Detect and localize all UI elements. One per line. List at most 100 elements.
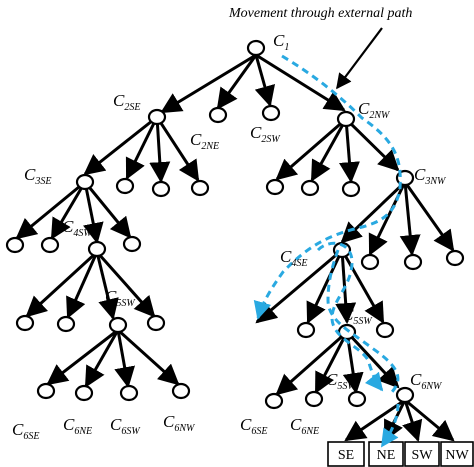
edge-c4sw-c5sw bbox=[95, 251, 119, 321]
label-c6ne-left: C6NE bbox=[63, 415, 92, 437]
node-l3-c bbox=[122, 235, 142, 253]
external-path bbox=[253, 54, 402, 448]
edge-c1-c2sw bbox=[254, 54, 276, 108]
edge-c1-c2nw bbox=[255, 53, 346, 112]
edge-c3nw-a bbox=[368, 181, 407, 256]
edge-c2se-c3se bbox=[83, 115, 158, 176]
node-l2-f bbox=[341, 180, 361, 198]
node-c6nw-right bbox=[395, 386, 415, 404]
annotation-text: Movement through external path bbox=[228, 6, 412, 21]
edge-c3se-a bbox=[15, 180, 86, 240]
label-c6se-right: C6SE bbox=[240, 415, 267, 437]
node-l3-d bbox=[360, 253, 380, 271]
node-l5-d bbox=[171, 382, 191, 400]
node-labels: C1 C2SE C2NE C2SW C2NW C3SE C3NW C4SW C4… bbox=[12, 31, 447, 442]
label-c6nw-right: C6NW bbox=[410, 370, 443, 392]
label-c2nw: C2NW bbox=[358, 99, 391, 121]
label-c2sw: C2SW bbox=[250, 123, 281, 145]
node-l4-d bbox=[296, 321, 316, 339]
edge-c3se-c bbox=[83, 181, 132, 239]
node-l3-f bbox=[445, 249, 465, 267]
node-c4sw bbox=[87, 240, 107, 258]
quadrant-box-se bbox=[327, 441, 365, 467]
edge-c4se-a bbox=[255, 248, 343, 324]
edge-c3nw-c bbox=[403, 181, 455, 252]
tree-nodes bbox=[5, 39, 465, 410]
edge-c5swr-b bbox=[314, 331, 349, 394]
node-c5sw-right bbox=[337, 323, 357, 341]
quadrant-label-sw: SW bbox=[412, 448, 434, 463]
edge-c6nw-nw bbox=[404, 398, 455, 442]
node-l5-e bbox=[264, 392, 284, 410]
node-c2sw bbox=[261, 104, 281, 122]
node-l3-e bbox=[403, 253, 423, 271]
annotation-arrow bbox=[336, 27, 383, 90]
edge-c3se-c4sw bbox=[82, 181, 104, 245]
node-l2-c bbox=[190, 179, 210, 197]
quadrant-label-nw: NW bbox=[445, 448, 469, 463]
quadrant-boxes: SE NE SW NW bbox=[327, 441, 474, 467]
edge-c4sw-b bbox=[66, 251, 99, 319]
label-c5sw-right: C5SW bbox=[342, 305, 373, 327]
node-c2ne bbox=[208, 106, 228, 124]
label-c5sw-left: C5SW bbox=[105, 287, 136, 309]
label-c6ne-right: C6NE bbox=[290, 415, 319, 437]
external-path-inner-line bbox=[316, 241, 384, 392]
label-c5sw-right-2: C5SW bbox=[326, 370, 357, 392]
edge-c5swl-b bbox=[84, 329, 120, 388]
node-l5-g bbox=[347, 390, 367, 408]
quadrant-box-nw bbox=[440, 441, 474, 467]
label-c4se: C4SE bbox=[280, 247, 307, 269]
external-path-line bbox=[253, 54, 402, 320]
edge-c2se-b bbox=[149, 116, 171, 184]
edge-c6nw-sw bbox=[402, 399, 423, 442]
edge-c1-c2ne bbox=[216, 54, 258, 110]
label-c1: C1 bbox=[273, 31, 289, 53]
label-c6se-left: C6SE bbox=[12, 420, 39, 442]
edge-c3se-b bbox=[50, 181, 87, 240]
edge-c5swl-d bbox=[116, 328, 180, 386]
edge-c4se-c bbox=[340, 249, 385, 324]
edge-c5swl-c bbox=[114, 329, 136, 389]
label-c3se: C3SE bbox=[24, 165, 51, 187]
edge-c2nw-c bbox=[339, 118, 360, 184]
edge-c5swl-a bbox=[46, 328, 119, 386]
edge-c2nw-b bbox=[310, 118, 348, 182]
node-l2-e bbox=[300, 179, 320, 197]
label-c2ne: C2NE bbox=[190, 130, 219, 152]
quadrant-label-ne: NE bbox=[377, 448, 396, 463]
node-c5sw-left bbox=[108, 316, 128, 334]
node-l2-b bbox=[151, 180, 171, 198]
node-l4-a bbox=[15, 314, 35, 332]
edge-c3nw-c4se bbox=[340, 180, 407, 244]
node-l4-c bbox=[146, 314, 166, 332]
external-path-down-line bbox=[380, 403, 400, 448]
label-c6nw-left: C6NW bbox=[163, 412, 196, 434]
edge-c2nw-c3nw bbox=[344, 117, 400, 172]
node-l5-c bbox=[119, 384, 139, 402]
edge-c2nw-a bbox=[275, 117, 347, 181]
node-l3-a bbox=[5, 236, 25, 254]
edge-c4sw-c bbox=[95, 251, 156, 318]
node-l5-f bbox=[304, 390, 324, 408]
label-c6sw-left: C6SW bbox=[110, 415, 141, 437]
edge-c4se-b bbox=[306, 249, 344, 324]
label-c4sw: C4SW bbox=[62, 217, 93, 239]
edge-c1-c2se bbox=[160, 53, 257, 114]
node-c3se bbox=[75, 173, 95, 191]
edge-c5swr-c6nw bbox=[345, 330, 400, 389]
edge-c5swr-a bbox=[275, 330, 348, 396]
node-l2-d bbox=[265, 178, 285, 196]
quadrant-box-sw bbox=[404, 441, 440, 467]
node-l2-a bbox=[115, 177, 135, 195]
label-c3nw: C3NW bbox=[414, 165, 447, 187]
edge-c2se-c bbox=[155, 116, 200, 182]
node-l3-b bbox=[40, 236, 60, 254]
edge-c2se-a bbox=[125, 116, 159, 180]
edge-c4sw-a bbox=[25, 250, 99, 318]
edge-c6nw-se bbox=[344, 398, 406, 442]
node-c1 bbox=[246, 39, 266, 57]
node-c2se bbox=[147, 108, 167, 126]
quadrant-label-se: SE bbox=[338, 448, 354, 463]
